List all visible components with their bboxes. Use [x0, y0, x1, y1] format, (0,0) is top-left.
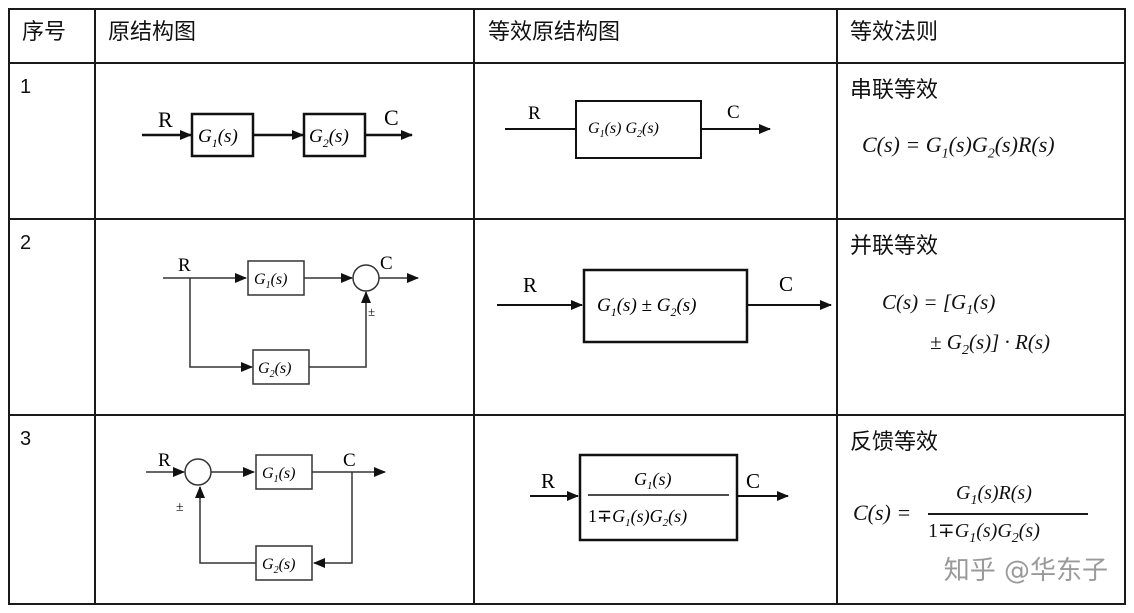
- row-number: 1: [20, 76, 32, 98]
- g2-label: G2(s): [262, 556, 295, 576]
- g1-block: [255, 454, 313, 490]
- output-label: C: [343, 450, 356, 471]
- rule-name: 反馈等效: [850, 430, 939, 455]
- feedback-block: [578, 453, 739, 542]
- parallel-equivalent-diagram: R G1(s) ± G2(s) C: [497, 268, 832, 344]
- row-number: 3: [20, 428, 32, 450]
- header-index: 序号: [22, 20, 67, 45]
- col-divider: [94, 8, 96, 605]
- series-equivalent-diagram: R G1(s) G2(s) C: [505, 100, 771, 159]
- output-label: C: [779, 272, 793, 296]
- row-divider: [8, 414, 1126, 416]
- input-label: R: [158, 107, 173, 132]
- row-divider: [8, 218, 1126, 220]
- table-border-top: [8, 8, 1126, 10]
- output-label: C: [746, 469, 760, 493]
- feedback-formula-bar: [928, 513, 1088, 515]
- g2-label: G2(s): [309, 126, 349, 150]
- input-label: R: [523, 273, 537, 297]
- g1g2-label: G1(s) G2(s): [588, 120, 659, 140]
- output-label: C: [380, 253, 393, 274]
- input-label: R: [528, 103, 541, 124]
- g1-block: [190, 112, 255, 158]
- feedback-formula-lhs: C(s) =: [853, 500, 912, 525]
- output-label: C: [384, 105, 399, 130]
- feedback-equivalent-diagram: R G1(s) 1∓G1(s)G2(s) C: [530, 453, 789, 542]
- parallel-block: [582, 268, 749, 344]
- series-original-diagram: R G1(s) G2(s) C: [142, 105, 413, 158]
- rule-name: 并联等效: [850, 234, 939, 259]
- output-label: C: [727, 102, 740, 123]
- feedback-denominator: 1∓G1(s)G2(s): [588, 506, 687, 529]
- row-number: 2: [20, 232, 32, 254]
- series-formula: C(s) = G1(s)G2(s)R(s): [862, 132, 1055, 162]
- col-divider: [473, 8, 475, 605]
- col-divider: [836, 8, 838, 605]
- g1-label: G1(s): [262, 465, 295, 485]
- g2-block: [252, 349, 310, 385]
- watermark: 知乎 @华东子: [943, 556, 1108, 586]
- g1-label: G1(s): [254, 271, 287, 291]
- header-equivalence-rule: 等效法则: [850, 20, 939, 45]
- parallel-original-diagram: R G1(s) C G2(s) ±: [163, 253, 419, 385]
- feedback-formula-denominator: 1∓G1(s)G2(s): [928, 520, 1040, 546]
- parallel-formula-line1: C(s) = [G1(s): [882, 290, 996, 319]
- sign-label: ±: [368, 304, 375, 319]
- table-border-bottom: [8, 603, 1126, 605]
- rule-name: 串联等效: [850, 78, 939, 103]
- feedback-formula-numerator: G1(s)R(s): [956, 482, 1032, 508]
- feedback-numerator: G1(s): [634, 469, 672, 492]
- row-divider: [8, 62, 1126, 64]
- parallel-block-label: G1(s) ± G2(s): [597, 295, 697, 319]
- parallel-formula-line2: ± G2(s)] · R(s): [930, 330, 1051, 359]
- input-label: R: [178, 255, 191, 276]
- sign-label: ±: [176, 500, 184, 515]
- g1-block: [247, 260, 305, 296]
- table-border-left: [8, 8, 10, 605]
- summing-junction: [352, 264, 380, 292]
- table-border-right: [1124, 8, 1126, 605]
- header-original-diagram: 原结构图: [108, 20, 197, 45]
- input-label: R: [541, 469, 555, 493]
- g2-label: G2(s): [258, 360, 291, 380]
- summing-junction: [184, 458, 212, 486]
- input-label: R: [158, 450, 171, 471]
- g2-block: [302, 112, 367, 158]
- g1-label: G1(s): [198, 126, 238, 150]
- feedback-original-diagram: R G1(s) C G2(s) ±: [146, 450, 386, 581]
- header-equivalent-diagram: 等效原结构图: [488, 20, 621, 45]
